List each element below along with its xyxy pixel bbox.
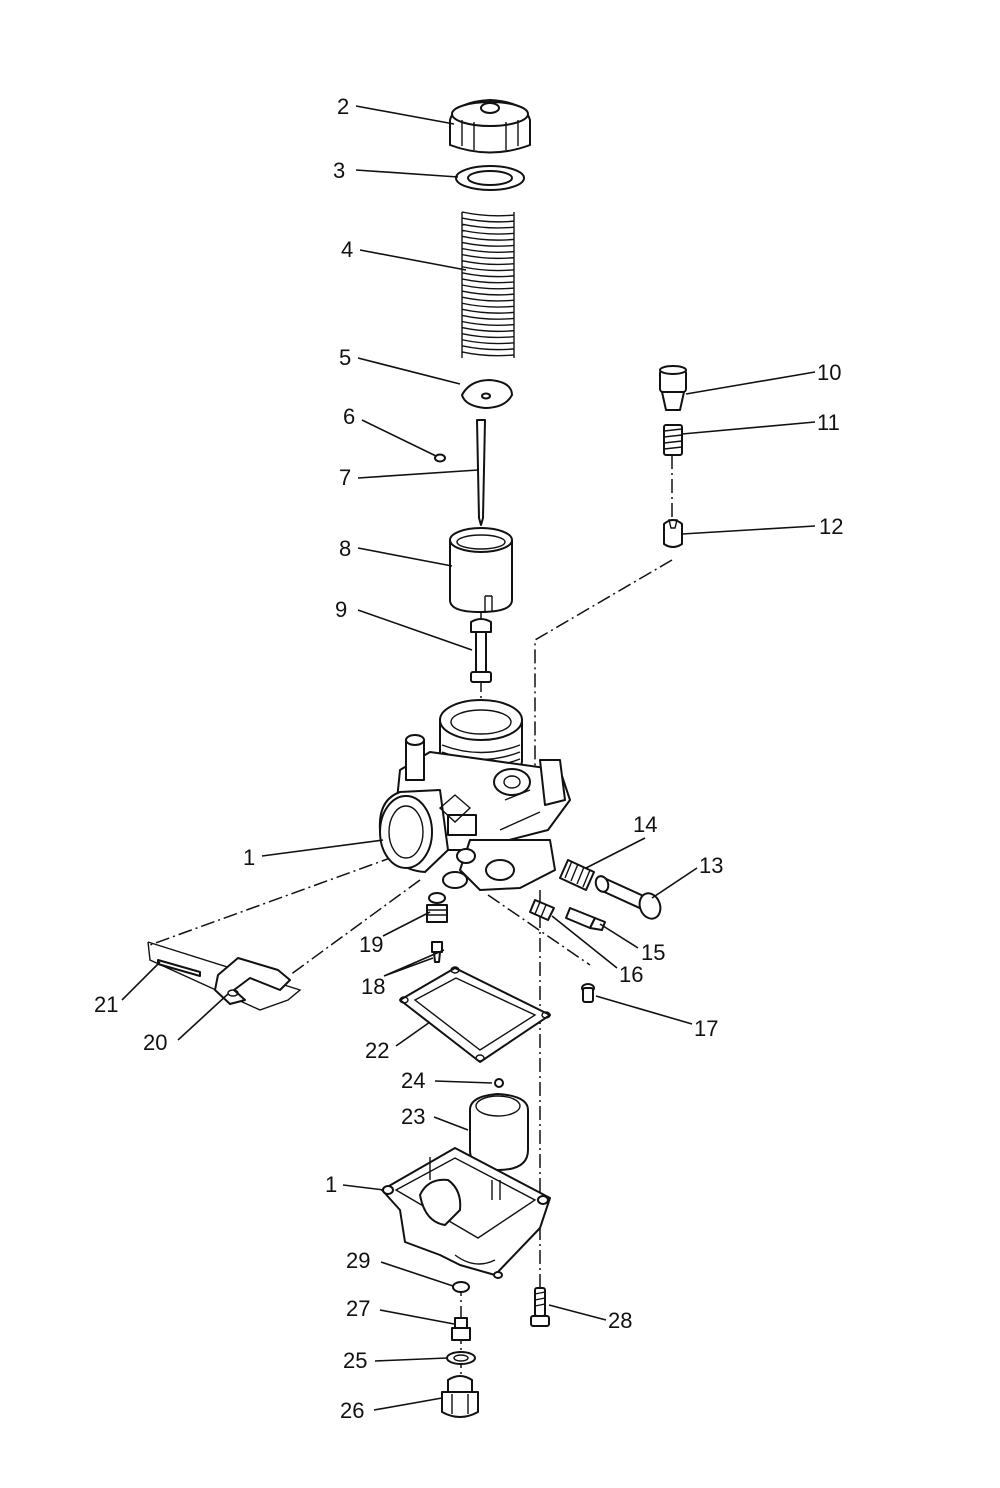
callout-4: 4 — [341, 237, 353, 262]
part-25-washer — [446, 1351, 476, 1365]
callout-8: 8 — [339, 536, 351, 561]
part-23-float — [469, 1093, 529, 1171]
part-24-needle-valve — [494, 1078, 504, 1088]
part-29-washer — [452, 1281, 470, 1293]
callout-18: 18 — [361, 974, 385, 999]
part-9-stud — [470, 618, 492, 683]
callout-7: 7 — [339, 465, 351, 490]
callout-9: 9 — [335, 597, 347, 622]
callout-25: 25 — [343, 1348, 367, 1373]
leader-lines — [121, 105, 816, 1411]
callout-2: 2 — [337, 94, 349, 119]
callout-16: 16 — [619, 962, 643, 987]
callout-3: 3 — [333, 158, 345, 183]
part-27-main-jet — [451, 1317, 471, 1341]
callout-29: 29 — [346, 1248, 370, 1273]
part-4-spring — [461, 211, 515, 358]
part-20-float-lever — [214, 957, 291, 1005]
part-18-pilot-jet — [431, 941, 443, 963]
part-16-spring — [529, 899, 555, 921]
callout-27: 27 — [346, 1296, 370, 1321]
callout-21: 21 — [94, 992, 118, 1017]
callout-14: 14 — [633, 812, 657, 837]
callout-1-body: 1 — [243, 845, 255, 870]
part-12-plunger — [663, 519, 683, 548]
part-1-carburetor-body — [378, 699, 571, 891]
callout-15: 15 — [641, 940, 665, 965]
part-26-drain-plug — [441, 1375, 479, 1418]
part-8-throttle-slide — [449, 527, 513, 613]
callout-labels: 2 3 4 5 6 7 8 9 10 11 12 1 14 13 15 16 1… — [94, 94, 843, 1423]
callout-10: 10 — [817, 360, 841, 385]
part-22-gasket — [399, 966, 551, 1063]
callout-1-bowl: 1 — [325, 1172, 337, 1197]
part-11-spring — [663, 424, 683, 456]
part-15-air-screw — [565, 907, 606, 931]
part-13-throttle-stop-screw — [594, 875, 662, 920]
callout-22: 22 — [365, 1038, 389, 1063]
part-10-cap-nut — [659, 365, 687, 411]
part-17-screw — [581, 983, 595, 1003]
part-14-spring — [559, 859, 595, 891]
part-28-bowl-screw — [530, 1287, 550, 1327]
part-19-jet-holder — [426, 892, 448, 923]
assembly-axis-lines — [149, 455, 673, 1415]
callout-26: 26 — [340, 1398, 364, 1423]
callout-6: 6 — [343, 404, 355, 429]
part-5-spring-seat — [461, 379, 513, 409]
callout-13: 13 — [699, 853, 723, 878]
part-1-float-bowl — [381, 1147, 551, 1279]
callout-17: 17 — [694, 1016, 718, 1041]
callout-23: 23 — [401, 1104, 425, 1129]
callout-20: 20 — [143, 1030, 167, 1055]
part-3-washer — [455, 165, 525, 191]
part-6-clip — [434, 453, 446, 463]
callout-19: 19 — [359, 932, 383, 957]
callout-5: 5 — [339, 345, 351, 370]
part-2-top-cap — [449, 99, 531, 154]
callout-28: 28 — [608, 1308, 632, 1333]
part-7-jet-needle — [476, 419, 486, 526]
callout-24: 24 — [401, 1068, 425, 1093]
callout-12: 12 — [819, 514, 843, 539]
callout-11: 11 — [817, 410, 840, 435]
